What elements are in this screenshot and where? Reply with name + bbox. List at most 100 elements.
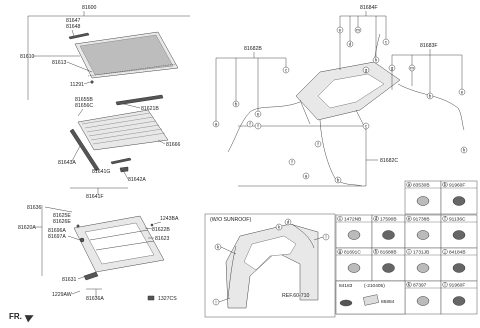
part-illustration-i <box>416 263 430 273</box>
label-81647: 81647 <box>66 18 81 24</box>
no-sunroof-box <box>204 213 336 318</box>
table-callout-letter: f <box>444 216 446 221</box>
table-callout-letter: g <box>339 249 342 254</box>
clip-1327CS <box>147 295 155 301</box>
table-callout-e <box>406 215 412 222</box>
label-81613: 81613 <box>52 60 67 66</box>
part-illustration-f <box>452 230 466 240</box>
table-part-number: 91960F <box>449 182 465 188</box>
table-part-number: 81688B <box>380 249 397 255</box>
svg-text:f: f <box>317 142 319 147</box>
part-illustration-a <box>416 196 430 206</box>
svg-text:e: e <box>339 28 342 33</box>
label-81643A: 81643A <box>58 160 76 166</box>
table-part-number: 1472NB <box>344 216 361 222</box>
svg-text:c: c <box>285 68 288 73</box>
label-81682B: 81682B <box>244 46 262 52</box>
table-part-number: 81691C <box>344 249 361 255</box>
table-callout-letter: k <box>408 282 411 287</box>
table-callout-h <box>373 248 379 255</box>
table-callout-k <box>406 281 412 288</box>
table-callout-letter: c <box>339 216 342 221</box>
table-callout-i <box>406 248 412 255</box>
part-illustration-l <box>452 296 466 306</box>
label-81682C: 81682C <box>380 158 398 164</box>
svg-text:d: d <box>287 220 290 225</box>
screw-11291 <box>90 80 94 84</box>
label-81666: 81666 <box>166 142 181 148</box>
table-callout-g <box>337 248 343 255</box>
label-81656C: 81656C <box>75 103 93 109</box>
table-part-number: 1731JB <box>413 249 429 255</box>
svg-text:a: a <box>305 174 308 179</box>
label-81684F: 81684F <box>360 5 378 11</box>
label-81641F: 81641F <box>86 194 104 200</box>
table-part-number: 91960F <box>449 282 465 288</box>
label-81610: 81610 <box>20 54 35 60</box>
label-81631: 81631 <box>62 277 77 283</box>
part-illustration-g <box>347 263 361 273</box>
part-illustration-d <box>382 230 395 240</box>
front-rail <box>115 94 164 106</box>
svg-text:f: f <box>249 122 251 127</box>
label-81636A: 81636A <box>86 296 104 302</box>
label-81642A: 81642A <box>128 177 146 183</box>
svg-text:b: b <box>235 102 238 107</box>
svg-text:i: i <box>215 300 216 305</box>
table-part-number: 87397 <box>413 282 427 288</box>
table-callout-l <box>442 281 448 288</box>
label-11291: 11291 <box>70 82 84 88</box>
label-1327CS: 1327CS <box>158 296 177 302</box>
front-direction-label: FR. <box>9 312 22 321</box>
part-illustration-b <box>452 196 466 206</box>
svg-text:e: e <box>257 112 260 117</box>
table-callout-f <box>442 215 448 222</box>
table-part-number: 84184B <box>449 249 466 255</box>
table-part-number: 91738B <box>413 216 430 222</box>
label-81696A: 81696A <box>48 228 66 234</box>
svg-text:a: a <box>215 122 218 127</box>
label-81697A: 81697A <box>48 234 66 240</box>
svg-text:c: c <box>365 124 368 129</box>
deflector-bracket <box>68 32 90 40</box>
svg-text:c: c <box>385 40 388 45</box>
table-callout-letter: b <box>444 182 447 187</box>
table-part-84183: 84183 <box>339 283 353 289</box>
svg-text:k: k <box>217 245 220 250</box>
svg-text:k: k <box>278 225 281 230</box>
svg-text:f: f <box>257 124 259 129</box>
svg-text:l: l <box>325 235 326 240</box>
svg-text:f: f <box>291 160 293 165</box>
label-81655B: 81655B <box>75 97 93 103</box>
label-81641G: 81641G <box>92 169 110 175</box>
no-sunroof-title: (W/O SUNROOF) <box>210 217 251 223</box>
part-illustration-j <box>452 263 466 273</box>
callout-circles: a b e f c e d m g h c g m b e h c f f a … <box>212 26 468 184</box>
left-rail <box>69 128 100 172</box>
sunshade-panel <box>77 109 169 151</box>
label-81620A: 81620A <box>18 225 36 231</box>
svg-text:m: m <box>410 66 414 71</box>
label-81623: 81623 <box>155 236 170 242</box>
label-81622B: 81622B <box>152 227 170 233</box>
part-illustration-h <box>382 263 395 273</box>
svg-text:b: b <box>337 178 340 183</box>
table-date-note: (-210405) <box>364 283 385 289</box>
part-illustration-e <box>416 230 430 240</box>
table-callout-letter: d <box>375 216 378 221</box>
table-callout-c <box>337 215 343 222</box>
label-81625E: 81625E <box>53 213 71 219</box>
svg-text:h: h <box>463 148 466 153</box>
svg-text:g: g <box>391 66 394 71</box>
motor-unit <box>79 237 85 243</box>
label-81636: 81636 <box>27 205 42 211</box>
label-81648: 81648 <box>66 24 81 30</box>
table-part-number: 83530B <box>413 182 430 188</box>
table-callout-letter: a <box>408 182 411 187</box>
table-callout-letter: j <box>443 249 445 254</box>
svg-text:m: m <box>356 28 360 33</box>
drain-hose-bracket <box>83 271 99 281</box>
label-1243BA: 1243BA <box>160 216 179 222</box>
